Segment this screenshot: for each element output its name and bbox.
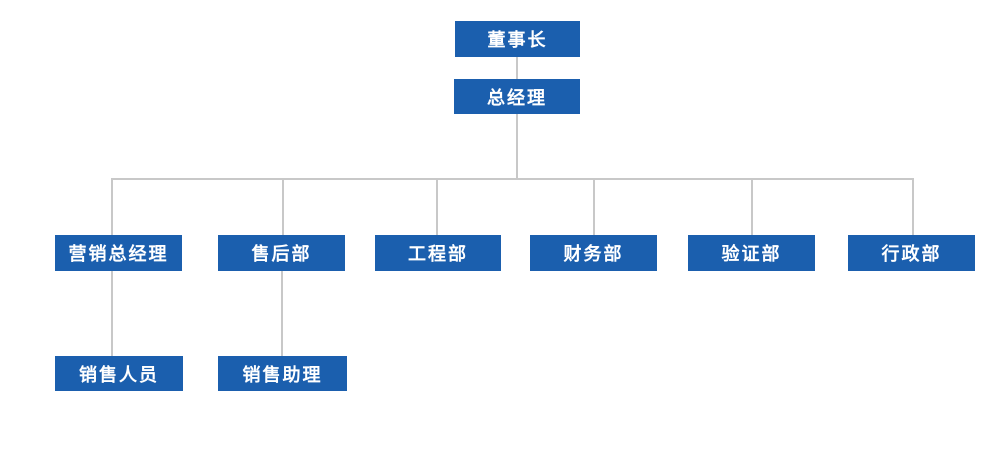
org-node-sales-staff: 销售人员 [55,356,183,391]
org-node-marketing-general-manager: 营销总经理 [55,235,182,271]
org-node-engineering-department: 工程部 [375,235,501,271]
connector-department-bus [111,178,914,180]
connector-after-sales-to-sales-assistant [281,271,283,356]
connector-marketing-gm-to-sales-staff [111,271,113,356]
org-node-finance-department: 财务部 [530,235,657,271]
org-node-verification-department: 验证部 [688,235,815,271]
org-node-general-manager: 总经理 [454,79,580,114]
connector-chairman-to-general-manager [516,57,518,79]
connector-drop-engineering-department [436,179,438,235]
org-node-sales-assistant: 销售助理 [218,356,347,391]
connector-general-manager-stem [516,114,518,179]
connector-drop-administration-department [912,179,914,235]
org-node-administration-department: 行政部 [848,235,975,271]
org-node-chairman: 董事长 [455,21,580,57]
org-node-after-sales-department: 售后部 [218,235,345,271]
connector-drop-after-sales-department [282,179,284,235]
connector-drop-verification-department [751,179,753,235]
connector-drop-marketing-general-manager [111,179,113,235]
connector-drop-finance-department [593,179,595,235]
